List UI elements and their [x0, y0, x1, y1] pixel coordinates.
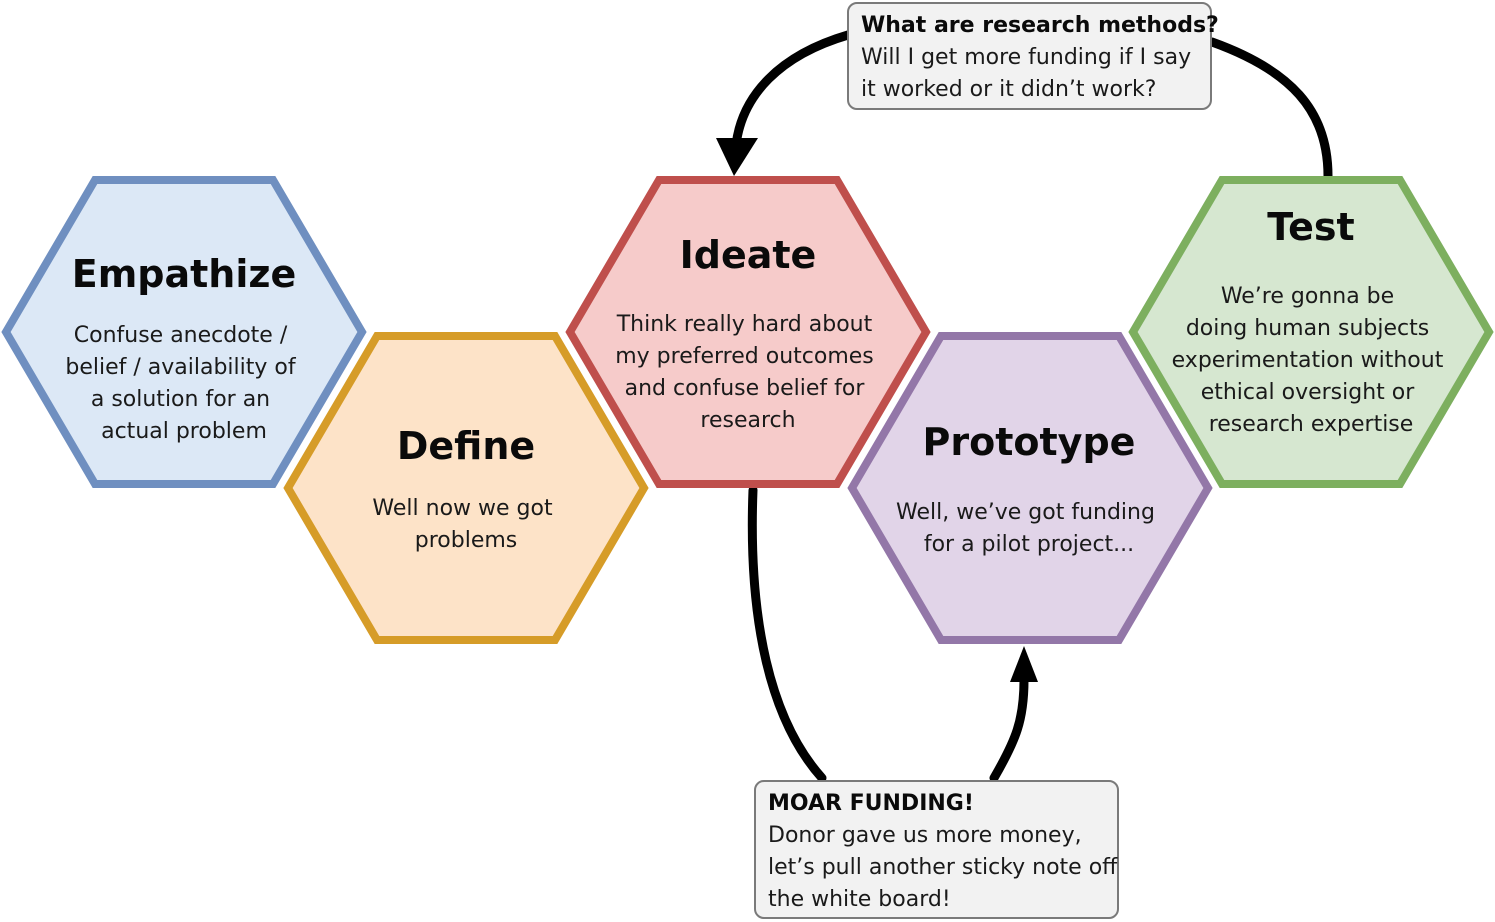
- hexagon-empathize-title: Empathize: [72, 252, 297, 296]
- hexagon-empathize-line: a solution for an: [91, 387, 270, 412]
- hexagon-empathize-text: Confuse anecdote / belief / availability…: [65, 323, 302, 444]
- note-top: What are research methods? Will I get mo…: [847, 2, 1219, 110]
- hexagon-ideate-line: Think really hard about: [616, 312, 873, 337]
- note-bottom-title: MOAR FUNDING!: [768, 791, 974, 816]
- hexagon-ideate-text: Think really hard about my preferred out…: [615, 312, 881, 433]
- note-top-box: [847, 2, 1212, 110]
- hexagon-define: Define Well now we got problems: [283, 332, 649, 644]
- hexagon-prototype-line: for a pilot project...: [924, 532, 1134, 557]
- hexagon-test-line: ethical oversight or: [1201, 380, 1416, 405]
- hexagon-prototype: Prototype Well, we’ve got funding for a …: [847, 332, 1213, 644]
- hexagon-empathize-line: belief / availability of: [65, 355, 296, 380]
- arrow-note-to-prototype: [989, 675, 1029, 783]
- hexagon-define-text: Well now we got problems: [372, 496, 559, 553]
- hexagon-define-title: Define: [397, 424, 535, 468]
- note-top-line: it worked or it didn’t work?: [861, 77, 1156, 102]
- hexagon-empathize: Empathize Confuse anecdote / belief / av…: [1, 176, 367, 488]
- note-top-title: What are research methods?: [861, 13, 1219, 38]
- hexagon-test-title: Test: [1267, 205, 1354, 249]
- hexagon-define-shape: [283, 332, 649, 644]
- hexagon-test-line: experimentation without: [1172, 348, 1444, 373]
- hexagon-empathize-shape: [1, 176, 367, 488]
- note-bottom-line: Donor gave us more money,: [768, 823, 1082, 848]
- hexagon-test-shape: [1128, 176, 1494, 488]
- hexagon-ideate: Ideate Think really hard about my prefer…: [565, 176, 931, 488]
- hexagon-prototype-title: Prototype: [923, 420, 1136, 464]
- arrow-note-to-ideate: [731, 30, 853, 150]
- hexagon-test-text: We’re gonna be doing human subjects expe…: [1172, 284, 1451, 437]
- hexagon-prototype-line: Well, we’ve got funding: [896, 500, 1155, 525]
- arrow-ideate-to-note: [747, 485, 827, 783]
- note-top-line: Will I get more funding if I say: [861, 45, 1191, 70]
- hexagon-test-line: We’re gonna be: [1221, 284, 1394, 309]
- hexagon-test-line: doing human subjects: [1186, 316, 1429, 341]
- arrows: [716, 30, 1333, 783]
- note-bottom-line: let’s pull another sticky note off: [768, 855, 1118, 880]
- note-top-text: Will I get more funding if I say it work…: [861, 45, 1198, 102]
- hexagon-test-line: research expertise: [1209, 412, 1414, 437]
- hexagon-ideate-line: my preferred outcomes: [615, 344, 874, 369]
- note-bottom-line: the white board!: [768, 887, 951, 912]
- arrowhead-prototype: [1010, 646, 1038, 682]
- arrow-test-to-note: [1207, 37, 1333, 181]
- note-bottom-text: Donor gave us more money, let’s pull ano…: [768, 823, 1124, 912]
- hexagon-ideate-title: Ideate: [680, 233, 817, 277]
- hexagon-define-line: problems: [415, 528, 518, 553]
- arrowhead-ideate: [716, 138, 758, 176]
- hexagon-test: Test We’re gonna be doing human subjects…: [1128, 176, 1494, 488]
- hexagon-ideate-shape: [565, 176, 931, 488]
- note-bottom: MOAR FUNDING! Donor gave us more money, …: [754, 780, 1124, 919]
- hexagon-prototype-shape: [847, 332, 1213, 644]
- hexagon-empathize-line: Confuse anecdote /: [74, 323, 288, 348]
- hexagon-prototype-text: Well, we’ve got funding for a pilot proj…: [896, 500, 1162, 557]
- hexagon-define-line: Well now we got: [372, 496, 553, 521]
- hexagon-empathize-line: actual problem: [101, 419, 267, 444]
- hexagon-ideate-line: research: [700, 408, 795, 433]
- note-bottom-box: [754, 780, 1119, 919]
- hexagon-ideate-line: and confuse belief for: [625, 376, 866, 401]
